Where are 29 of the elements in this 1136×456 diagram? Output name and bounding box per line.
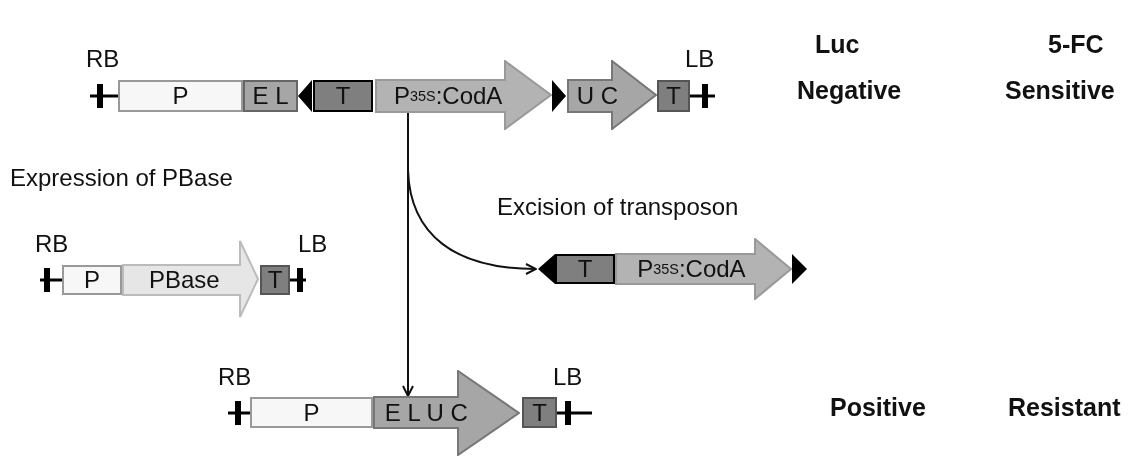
column-text: Negative [797,76,902,105]
column-text: Resistant [1008,393,1121,422]
transposon-end-marker [792,254,807,284]
transposon-end-marker [538,254,555,284]
gene-segment: E L U C [373,370,520,456]
gene-segment: U C [567,60,657,130]
border-label: RB [218,363,252,391]
border-label: RB [35,230,69,258]
gene-box: E L [243,80,298,112]
transposon-end-marker [552,80,566,112]
column-text: 5-FC [1048,30,1104,59]
terminator-box: T [313,80,373,112]
transposon-end-marker [298,80,312,112]
column-text: Luc [815,30,860,59]
column-text: Sensitive [1005,76,1115,105]
column-text: Positive [830,393,926,422]
promoter-box: P [118,80,243,112]
border-label: RB [86,45,120,73]
terminator-box: T [260,265,290,295]
terminator-box: T [522,397,557,428]
border-label: LB [553,363,583,391]
promoter-box: P [250,397,373,428]
border-label: LB [298,230,328,258]
step-label: Expression of PBase [10,164,233,192]
terminator-box: T [657,80,690,112]
border-label: LB [685,45,715,73]
promoter-box: P [62,265,122,295]
gene-segment: PBase [122,240,259,318]
terminator-box: T [555,254,615,284]
